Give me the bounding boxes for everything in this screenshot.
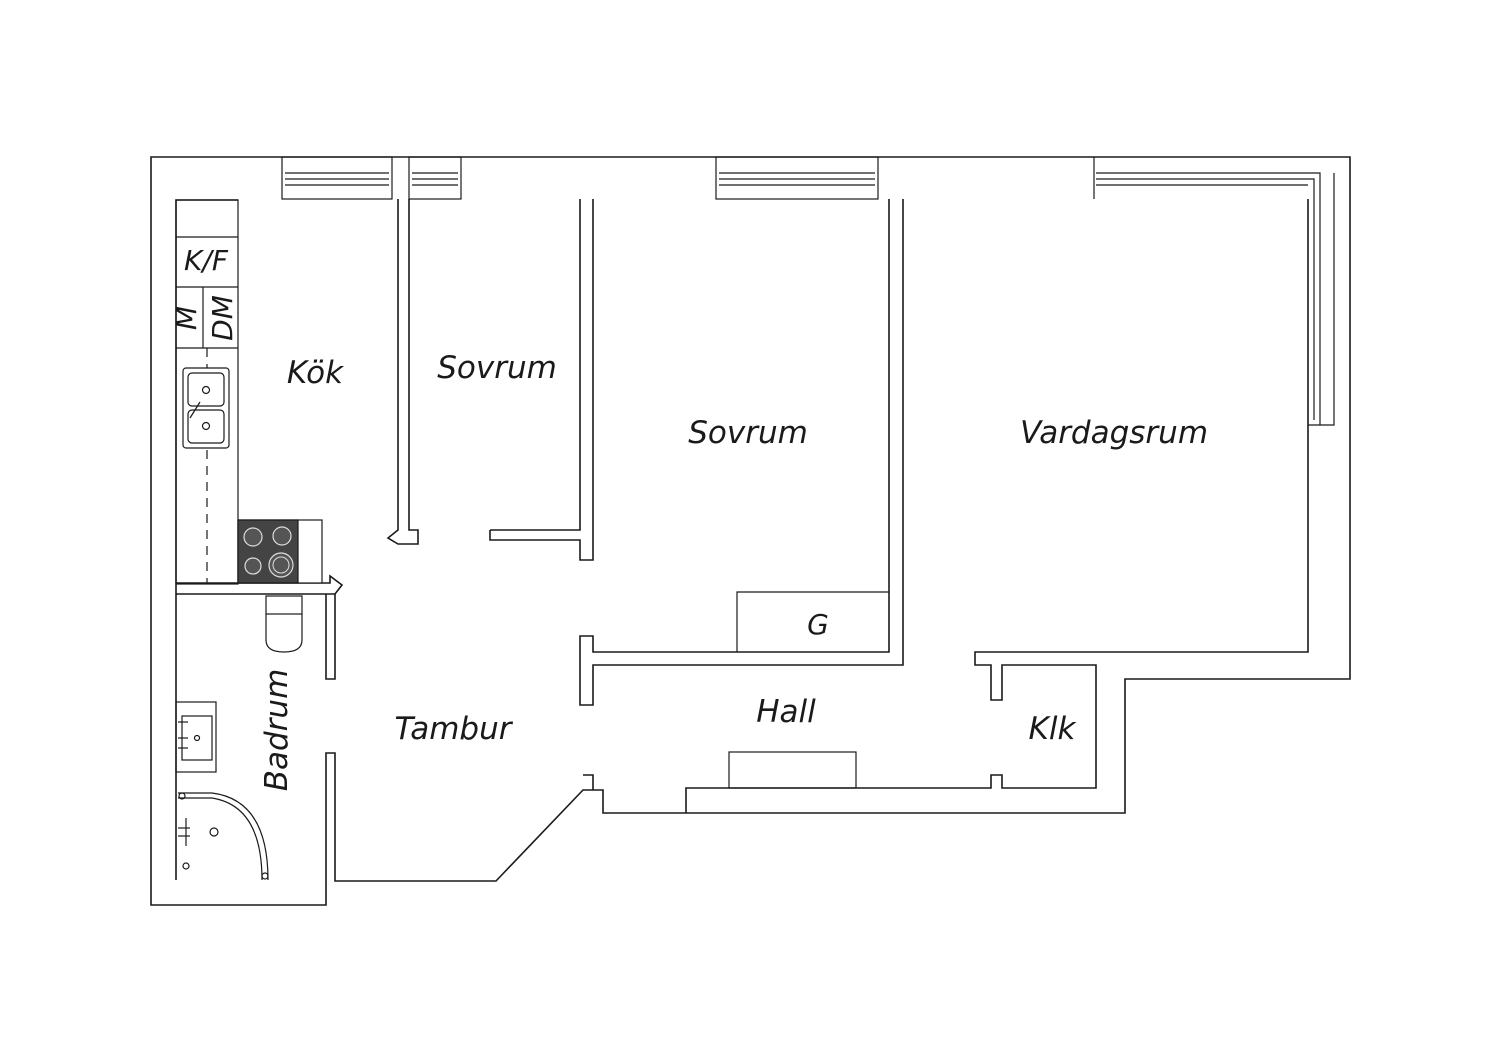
room-label-vardagsrum: Vardagsrum bbox=[1020, 415, 1208, 451]
toilet-icon bbox=[265, 595, 303, 653]
sink-icon bbox=[182, 367, 230, 449]
wall-kitchen-sovrum bbox=[386, 199, 419, 545]
wall-vardagsrum-bottom bbox=[685, 199, 1309, 813]
kitchen-counter bbox=[175, 199, 239, 585]
interior-walls bbox=[176, 199, 1309, 813]
fridge-freezer-label: K/F bbox=[184, 244, 229, 277]
wall-sovrum-small-return bbox=[489, 199, 594, 561]
outer-walls bbox=[150, 156, 1351, 906]
wardrobe-label: G bbox=[807, 608, 829, 641]
kitchen-fixtures: K/F M DM bbox=[170, 199, 323, 585]
room-label-kok: Kök bbox=[287, 355, 344, 391]
wardrobe: G bbox=[736, 591, 889, 652]
room-label-sovrum-large: Sovrum bbox=[688, 415, 808, 451]
wall-tambur-jamb bbox=[583, 774, 594, 790]
room-label-klk: Klk bbox=[1029, 711, 1077, 747]
windows bbox=[281, 156, 1335, 426]
bathroom-fixtures bbox=[175, 595, 303, 881]
microwave-label: M bbox=[170, 306, 203, 330]
washbasin-icon bbox=[175, 701, 217, 773]
room-label-sovrum-small: Sovrum bbox=[437, 350, 557, 386]
wall-bathroom-right bbox=[325, 594, 336, 680]
shower-icon bbox=[178, 792, 269, 881]
room-label-hall: Hall bbox=[756, 694, 816, 730]
stove-icon bbox=[237, 519, 323, 584]
dishwasher-label: DM bbox=[206, 295, 239, 341]
window-sovrum-small bbox=[408, 156, 462, 200]
hall-bench bbox=[728, 751, 857, 789]
wall-sovrum-small-right bbox=[490, 199, 581, 531]
window-vardagsrum-corner bbox=[1093, 157, 1335, 426]
window-sovrum-large bbox=[715, 156, 879, 200]
room-label-tambur: Tambur bbox=[395, 711, 514, 747]
wall-sovrum-vardagsrum bbox=[579, 199, 904, 706]
window-kitchen bbox=[281, 156, 393, 200]
room-label-badrum: Badrum bbox=[259, 669, 295, 792]
outer-wall-outline bbox=[150, 156, 1351, 906]
room-labels: Kök Sovrum Sovrum Vardagsrum Badrum Tamb… bbox=[259, 350, 1208, 791]
